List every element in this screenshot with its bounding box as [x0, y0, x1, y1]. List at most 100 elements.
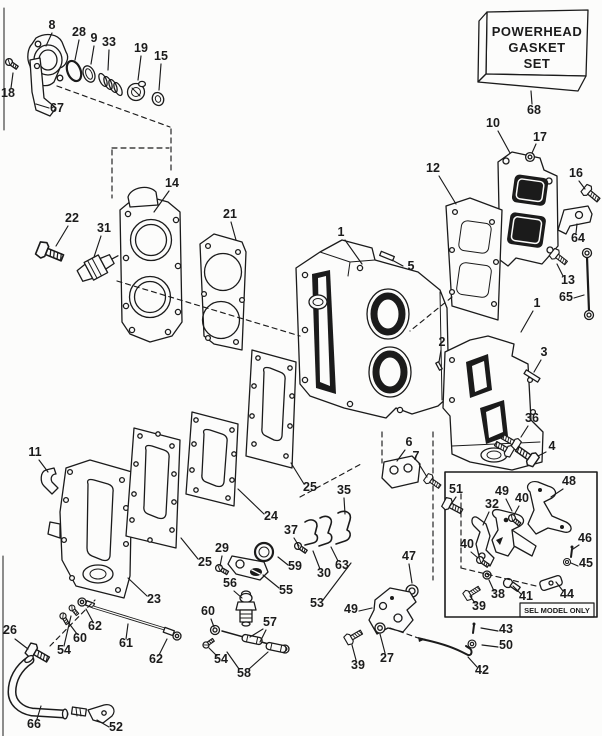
callout-13: 13 — [561, 273, 575, 287]
callout-14: 14 — [165, 176, 179, 190]
callout-60: 60 — [73, 631, 87, 645]
callout-leader-1 — [344, 239, 363, 265]
part-inner-cover-24 — [185, 411, 239, 507]
callout-leader-14 — [153, 190, 170, 213]
callout-55: 55 — [279, 583, 293, 597]
callout-9: 9 — [91, 31, 98, 45]
callout-60: 60 — [201, 604, 215, 618]
part-spark-plug-31 — [76, 254, 119, 282]
callout-leader-54 — [63, 615, 72, 647]
callout-36: 36 — [525, 411, 539, 425]
part-intake-gasket-12 — [445, 197, 503, 321]
callout-leader-24 — [237, 488, 265, 515]
callout-5: 5 — [408, 259, 415, 273]
callout-16: 16 — [569, 166, 583, 180]
callout-leader-3 — [533, 359, 542, 373]
callout-leader-48 — [550, 488, 564, 498]
callout-leader-23 — [127, 577, 148, 597]
part-hose-57a — [241, 633, 263, 646]
callout-leader-44 — [555, 581, 564, 592]
dashed-line — [409, 296, 453, 332]
callout-15: 15 — [154, 49, 168, 63]
part-pin-2 — [435, 361, 443, 371]
dashed-line — [116, 280, 301, 337]
callout-53: 53 — [310, 596, 324, 610]
part-bracket-67 — [29, 57, 57, 117]
callout-leader-50 — [481, 644, 499, 648]
callout-leader-56 — [233, 590, 243, 599]
callout-leader-31 — [93, 235, 102, 258]
part-crankcase-1 — [442, 335, 544, 471]
callout-leader-57 — [249, 628, 264, 638]
callout-leader-43 — [480, 627, 499, 632]
callout-leader-18 — [10, 72, 14, 89]
part-dowel-pin-5 — [379, 250, 395, 262]
callout-leader-63 — [330, 546, 339, 562]
part-seal-59 — [253, 541, 275, 563]
callout-leader-2 — [438, 349, 442, 363]
callout-17: 17 — [533, 130, 547, 144]
callout-leader-28 — [74, 39, 80, 61]
callout-leader-45 — [570, 562, 579, 567]
callout-26: 26 — [3, 623, 17, 637]
callout-leader-41 — [512, 585, 522, 595]
callout-leader-27 — [379, 633, 386, 654]
callout-21: 21 — [223, 207, 237, 221]
callout-19: 19 — [134, 41, 148, 55]
callout-leader-25 — [290, 462, 305, 485]
part-pin-46 — [570, 545, 574, 558]
callout-leader-55 — [262, 574, 280, 589]
callout-leader-26 — [14, 638, 29, 650]
part-intake-manifold-10 — [497, 151, 559, 267]
callout-28: 28 — [72, 25, 86, 39]
callout-leader-7 — [418, 463, 428, 478]
part-gasket-25-outer — [125, 427, 181, 549]
callout-leader-29 — [219, 555, 223, 567]
callout-12: 12 — [426, 161, 440, 175]
part-hose-57b — [265, 641, 287, 654]
callout-leader-49 — [505, 498, 513, 512]
callout-leader-47 — [408, 563, 413, 584]
part-nut-27 — [374, 622, 386, 634]
part-clamp-64 — [557, 205, 593, 235]
callout-68: 68 — [527, 103, 541, 117]
callout-45: 45 — [579, 556, 593, 570]
part-spacer-44 — [539, 574, 563, 592]
callout-leader-16 — [578, 180, 586, 190]
part-thermostat-19 — [126, 80, 147, 102]
callout-leader-9 — [90, 45, 95, 65]
part-clamp-11 — [40, 467, 59, 495]
callout-leader-51 — [449, 496, 457, 507]
callout-leader-22 — [55, 225, 69, 247]
part-fitting-62r — [162, 626, 182, 641]
callout-32: 32 — [485, 497, 499, 511]
part-screw-37 — [292, 540, 309, 556]
callout-33: 33 — [102, 35, 116, 49]
part-thermoswitch-56 — [235, 590, 257, 627]
callout-2: 2 — [439, 335, 446, 349]
part-rod-61 — [91, 605, 170, 632]
callout-leader-13 — [556, 263, 564, 277]
part-gasket-25-inner — [245, 349, 297, 469]
dashed-line — [49, 599, 96, 647]
callout-24: 24 — [264, 509, 278, 523]
part-pin-43 — [472, 622, 476, 634]
callout-49: 49 — [344, 602, 358, 616]
callout-64: 64 — [571, 231, 585, 245]
part-head-gasket-21 — [199, 233, 247, 351]
callout-52: 52 — [109, 720, 123, 734]
callout-44: 44 — [560, 587, 574, 601]
callout-58: 58 — [237, 666, 251, 680]
extra-leaders — [248, 629, 269, 670]
callout-leader-39 — [351, 644, 357, 661]
part-link-65 — [581, 247, 595, 321]
leader-line — [248, 651, 269, 670]
callout-leader-42 — [467, 656, 478, 668]
part-cylinder-head-14 — [119, 186, 183, 343]
callout-leader-65 — [573, 294, 585, 299]
callout-59: 59 — [288, 559, 302, 573]
part-screw-18 — [3, 56, 20, 72]
part-washer-17 — [524, 151, 536, 163]
